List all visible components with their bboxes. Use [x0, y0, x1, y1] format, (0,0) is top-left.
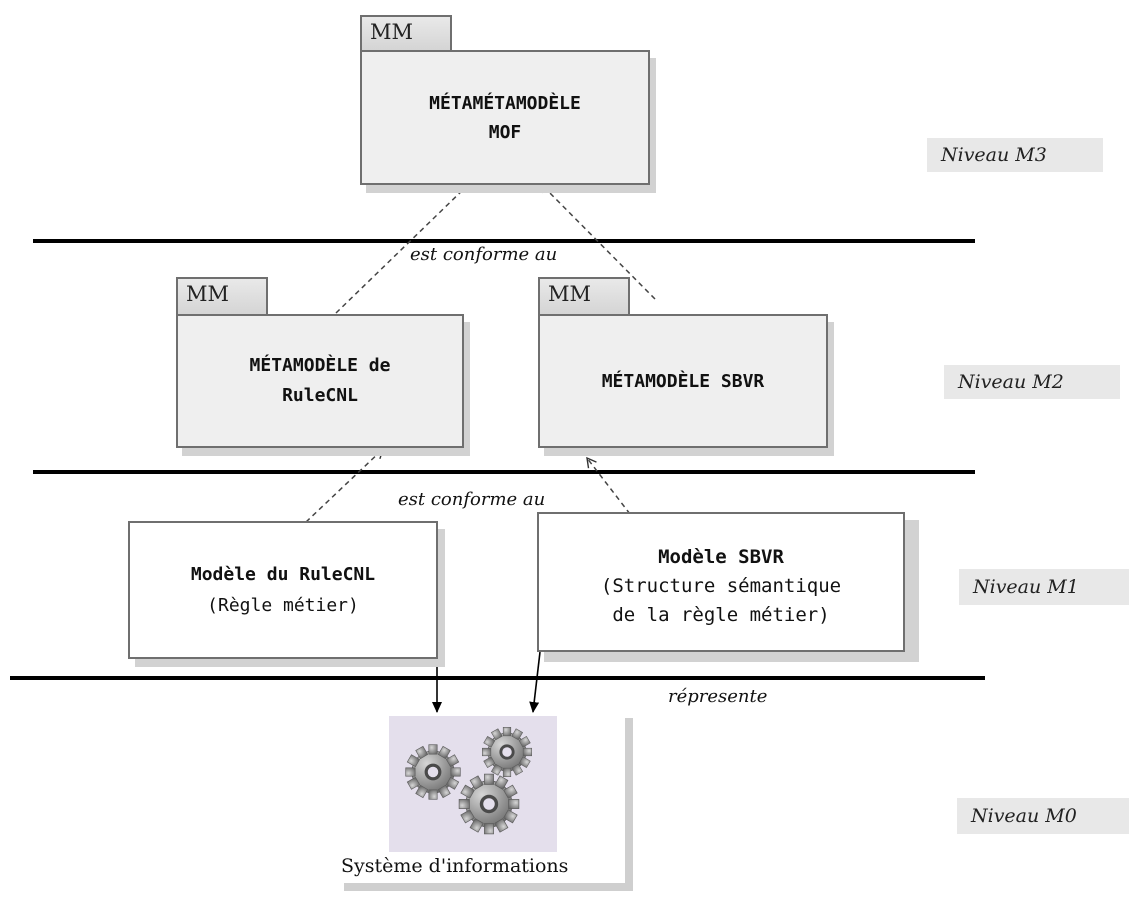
mof-subtitle: MOF [488, 121, 522, 143]
rulecnl-mm-title: MÉTAMODÈLE de [249, 355, 391, 376]
rulecnl-model-subtitle: (Règle métier) [207, 595, 359, 616]
mof-metametamodel-box: MÉTAMÉTAMODÈLE MOF [360, 50, 650, 185]
level-m2-label: Niveau M2 [944, 365, 1120, 399]
conforms-link-rulecnl-mm-to-mof [335, 181, 472, 314]
sbvr-mm-title: MÉTAMODÈLE SBVR [601, 370, 765, 392]
conforms-link-sbvr-model-to-mm [586, 456, 631, 515]
conforms-link-sbvr-mm-to-mof [538, 181, 656, 300]
gears-icon [405, 726, 533, 835]
sbvr-model-subtitle-2: de la règle métier) [612, 603, 830, 626]
rulecnl-metamodel-box: MÉTAMODÈLE de RuleCNL [176, 314, 464, 448]
level-m3-label: Niveau M3 [927, 138, 1103, 172]
represents-label: répresente [668, 686, 768, 707]
represents-link-sbvr-model [529, 651, 541, 713]
rulecnl-model-box: Modèle du RuleCNL (Règle métier) [128, 521, 438, 659]
level-m0-label: Niveau M0 [957, 798, 1129, 834]
mof-tab-mm: MM [360, 15, 452, 51]
rulecnl-mm-subtitle: RuleCNL [282, 385, 358, 406]
sbvr-model-box: Modèle SBVR (Structure sémantique de la … [537, 512, 905, 652]
level-m1-label: Niveau M1 [959, 569, 1129, 605]
information-system-image [389, 716, 557, 852]
sbvr-model-title: Modèle SBVR [658, 545, 784, 568]
sbvr-metamodel-box: MÉTAMODÈLE SBVR [538, 314, 828, 448]
rulecnl-mm-tab-mm: MM [176, 277, 268, 315]
conforms-link-rulecnl-model-to-mm [305, 448, 385, 523]
mof-title: MÉTAMÉTAMODÈLE [429, 92, 581, 114]
sbvr-mm-tab-mm: MM [538, 277, 630, 315]
conforms-label-upper: est conforme au [410, 244, 558, 265]
rulecnl-model-title: Modèle du RuleCNL [190, 564, 376, 585]
conforms-label-lower: est conforme au [398, 489, 546, 510]
information-system-label: Système d'informations [341, 855, 569, 877]
sbvr-model-subtitle-1: (Structure sémantique [600, 574, 842, 597]
